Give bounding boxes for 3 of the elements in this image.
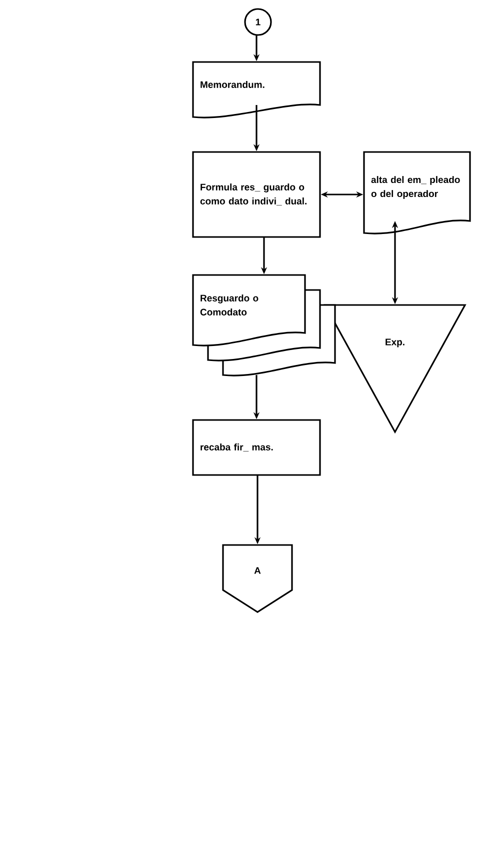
process-box: recaba fir_ mas. (192, 419, 321, 476)
offpage-connector: A (222, 544, 293, 613)
process-box: Formula res_ guardo o como dato indivi_ dual. (192, 151, 321, 238)
